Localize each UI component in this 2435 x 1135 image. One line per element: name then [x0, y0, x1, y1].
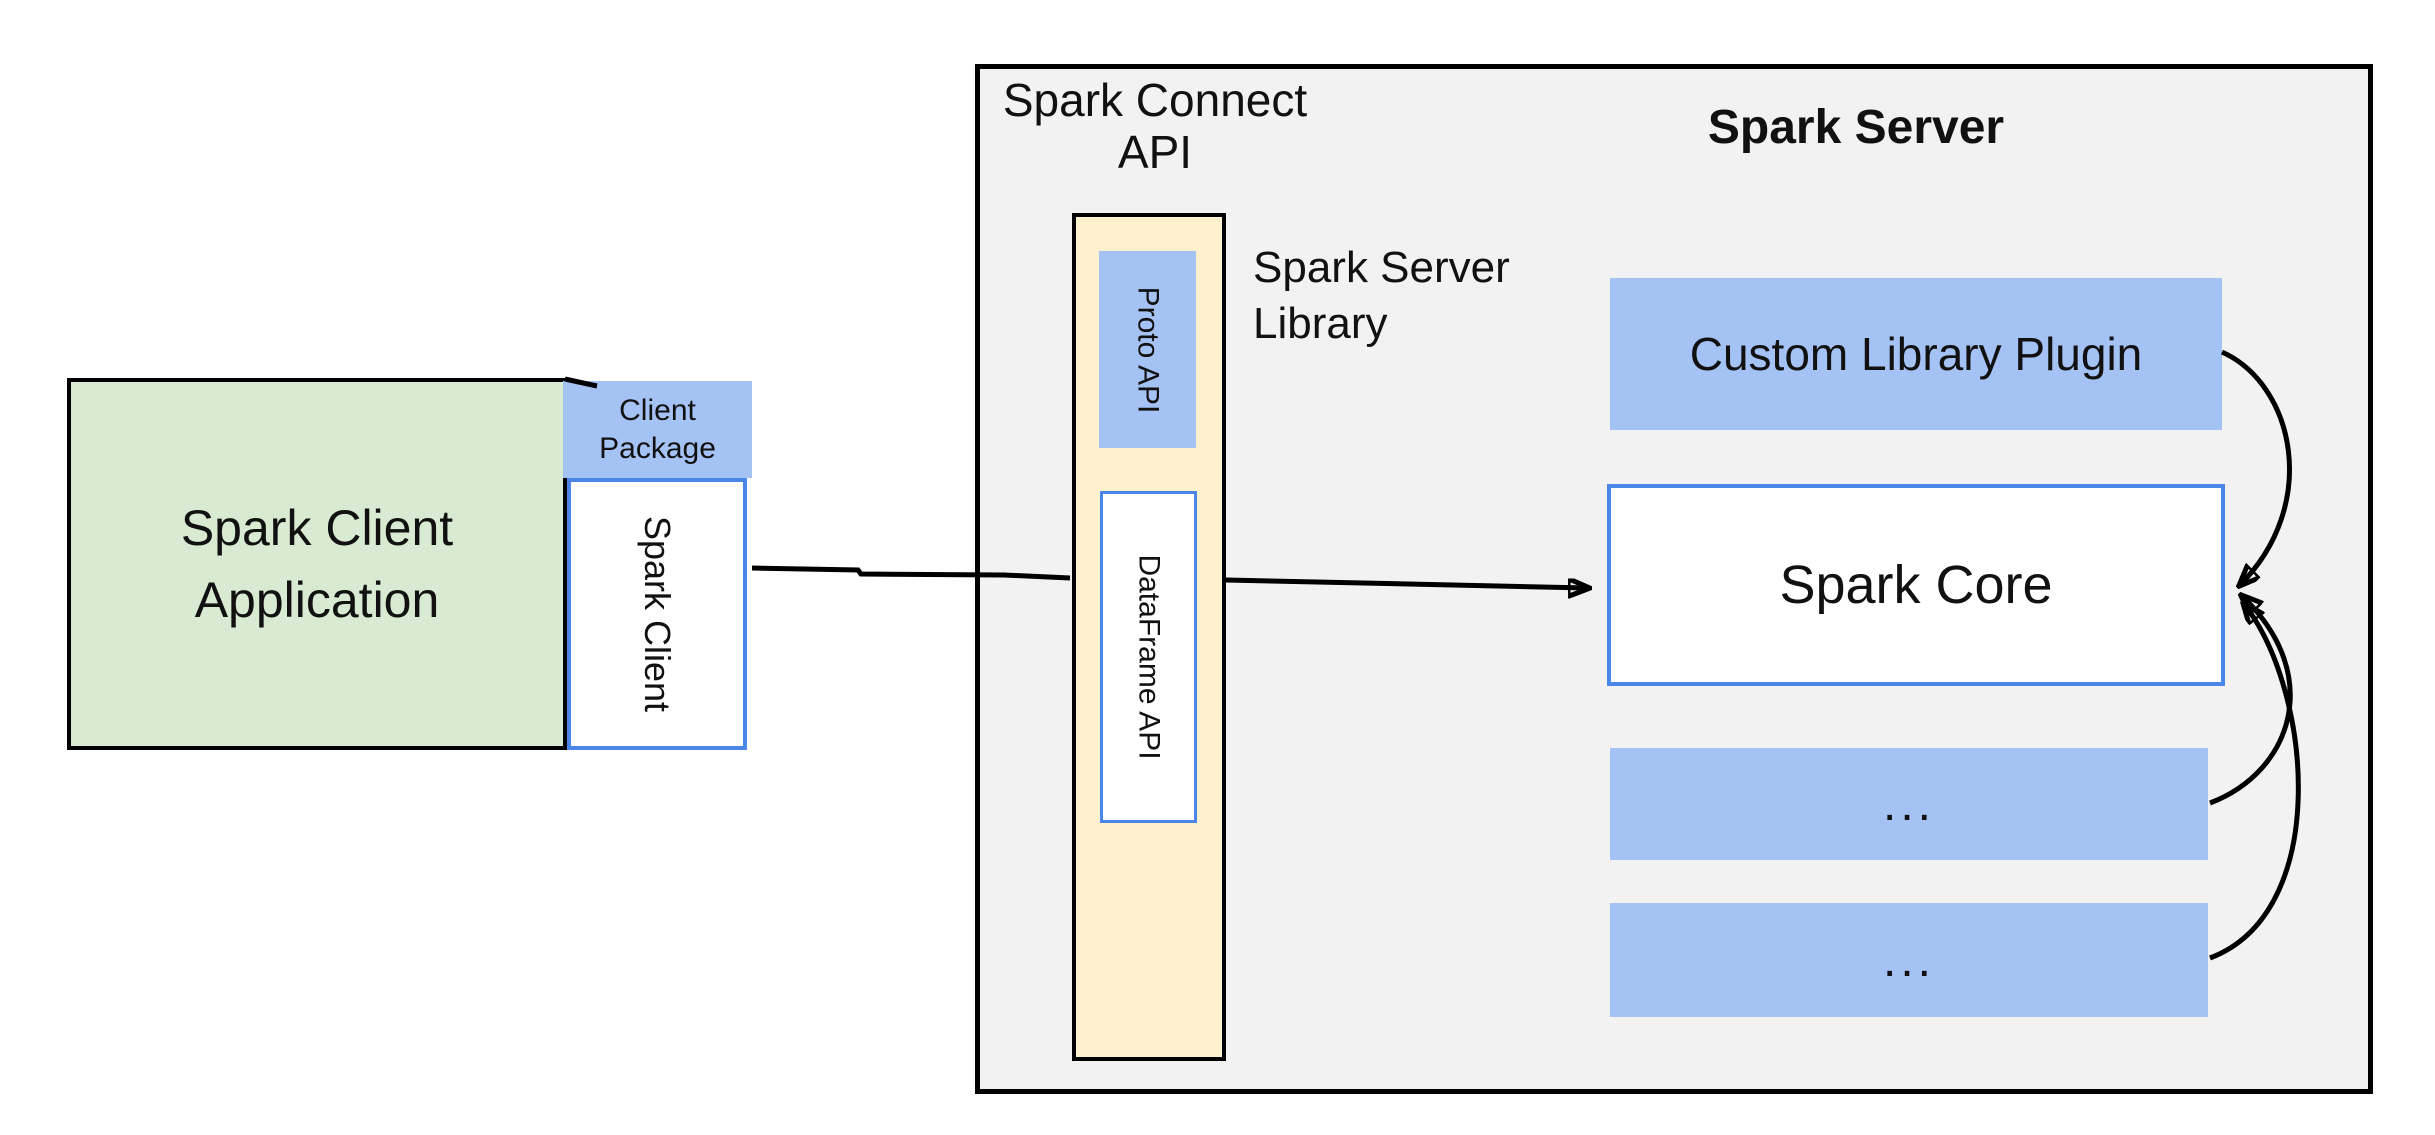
client-package-label: Client Package: [599, 393, 716, 465]
dataframe-api-box: DataFrame API: [1100, 491, 1197, 823]
spark-connect-api-label-line2: API: [1117, 126, 1193, 178]
spark-core-box: Spark Core: [1607, 484, 2225, 686]
more-plugins-box-1: ...: [1610, 748, 2208, 860]
spark-client-box: Spark Client: [567, 478, 747, 750]
spark-client-application-label: Spark Client Application: [180, 500, 454, 628]
spark-client-label: Spark Client: [637, 515, 678, 713]
spark-server-title: Spark Server: [1707, 100, 2005, 154]
proto-api-label: Proto API: [1131, 286, 1165, 413]
spark-server-library-label: Spark Server Library: [1253, 243, 1510, 348]
dataframe-api-label: DataFrame API: [1132, 554, 1166, 760]
spark-connect-api-label-line1: Spark Connect: [1002, 74, 1308, 126]
spark-client-application-box: Spark Client Application: [67, 378, 567, 750]
client-package-box: Client Package: [563, 381, 752, 478]
custom-library-plugin-box: Custom Library Plugin: [1610, 278, 2222, 430]
proto-api-box: Proto API: [1099, 251, 1196, 448]
spark-connect-api-label: Spark Connect API: [955, 70, 1355, 182]
more-plugins-box-2: ...: [1610, 903, 2208, 1017]
